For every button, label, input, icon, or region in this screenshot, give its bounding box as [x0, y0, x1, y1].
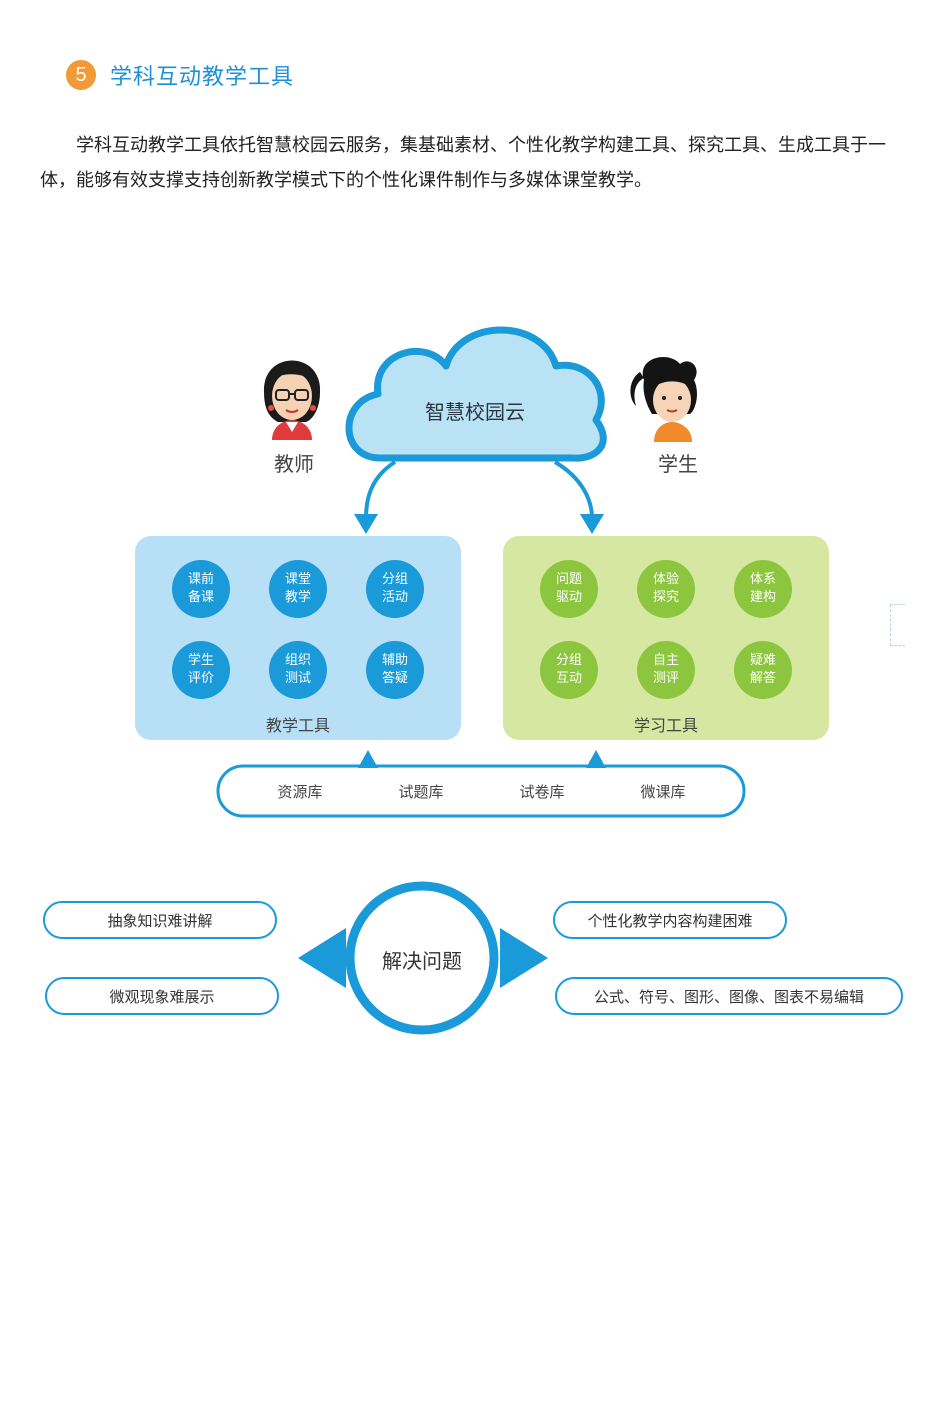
cloud-icon	[345, 326, 607, 462]
resource-label: 试题库	[398, 783, 444, 801]
teacher-label: 教师	[274, 452, 314, 476]
student-label: 学生	[658, 452, 698, 476]
tool-circle: 疑难解答	[734, 641, 792, 699]
resource-label: 试卷库	[519, 783, 565, 801]
learning-tools-label: 学习工具	[633, 716, 698, 735]
section-number-badge: 5	[66, 60, 96, 90]
issue-label: 微观现象难展示	[109, 988, 215, 1006]
tool-circle: 课前备课	[172, 560, 230, 618]
student-avatar-icon	[630, 357, 697, 442]
teaching-tools-label: 教学工具	[265, 716, 330, 735]
intro-paragraph: 学科互动教学工具依托智慧校园云服务，集基础素材、个性化教学构建工具、探究工具、生…	[40, 135, 886, 191]
tool-circle: 分组活动	[366, 560, 424, 618]
cloud-arrows	[364, 460, 594, 519]
tool-circle: 体系建构	[734, 560, 792, 618]
left-triangle-icon	[298, 928, 346, 988]
tool-circle: 问题驱动	[540, 560, 598, 618]
resource-label: 微课库	[640, 783, 686, 801]
tool-circle: 分组互动	[540, 641, 598, 699]
section-heading: 5 学科互动教学工具	[66, 58, 294, 92]
arrow-head-right	[580, 514, 604, 534]
right-triangle-icon	[500, 928, 548, 988]
tool-circle: 组织测试	[269, 641, 327, 699]
teacher-avatar-icon	[263, 360, 321, 440]
issue-label: 抽象知识难讲解	[107, 912, 213, 930]
section-title: 学科互动教学工具	[110, 65, 295, 90]
issue-label: 公式、符号、图形、图像、图表不易编辑	[593, 988, 864, 1006]
edge-mark	[890, 604, 905, 646]
tool-circle: 体验探究	[637, 560, 695, 618]
issue-label: 个性化教学内容构建困难	[587, 912, 753, 930]
issue-pills	[43, 901, 903, 1015]
teaching-tools-panel: 课前备课 课堂教学 分组活动 学生评价 组织测试 辅助答疑 教学工具	[135, 536, 461, 740]
tool-circle: 学生评价	[172, 641, 230, 699]
cloud-label: 智慧校园云	[425, 400, 525, 424]
arrow-head-left	[354, 514, 378, 534]
solve-problem-graphic	[298, 881, 548, 1035]
center-label: 解决问题	[382, 949, 462, 973]
tool-circle: 自主测评	[637, 641, 695, 699]
tool-circle: 课堂教学	[269, 560, 327, 618]
resource-label: 资源库	[277, 783, 323, 801]
learning-tools-panel: 问题驱动 体验探究 体系建构 分组互动 自主测评 疑难解答 学习工具	[503, 536, 829, 740]
tool-circle: 辅助答疑	[366, 641, 424, 699]
resource-bar	[216, 750, 746, 818]
